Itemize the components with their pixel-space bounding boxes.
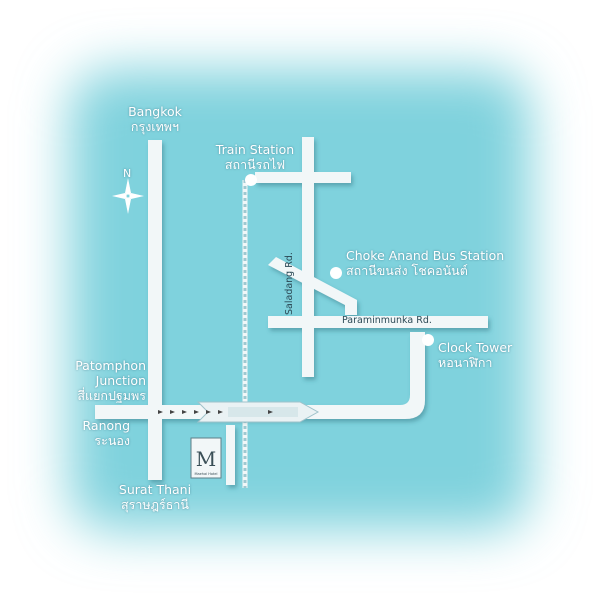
compass-north-label: N: [123, 167, 132, 180]
location-dot-icon: [245, 174, 257, 186]
label-bangkok-th: กรุงเทพฯ: [130, 119, 180, 134]
label-bus-station: Choke Anand Bus Station สถานีขนส่ง โชคอน…: [346, 248, 504, 278]
label-patomphon-en1: Patomphon: [75, 358, 146, 373]
map-background: [70, 70, 530, 530]
label-clock-tower: Clock Tower หอนาฬิกา: [438, 340, 512, 370]
label-train-station: Train Station สถานีรถไฟ: [205, 142, 305, 172]
hotel-logo-icon: M Maehai Hotel: [190, 437, 222, 479]
svg-text:Maehai Hotel: Maehai Hotel: [194, 472, 217, 476]
road-spur: [226, 425, 235, 485]
label-patomphon: Patomphon Junction สี่แยกปฐมพร: [40, 358, 146, 403]
road-ranong: [95, 332, 425, 419]
flyover: [196, 401, 320, 423]
label-clock-tower-en: Clock Tower: [438, 340, 513, 355]
svg-text:M: M: [196, 447, 216, 471]
label-surat-thani-th: สุราษฎร์ธานี: [121, 497, 189, 512]
road-bus-station: [268, 257, 357, 315]
highway-bangkok-surat: [148, 140, 162, 480]
label-bangkok: Bangkok กรุงเทพฯ: [110, 104, 200, 134]
direction-arrow-icon: [158, 410, 273, 414]
road-paraminmunka: [268, 316, 488, 328]
label-surat-thani-en: Surat Thani: [118, 482, 192, 497]
road-label-saladang: Saladang Rd.: [284, 252, 295, 315]
label-ranong: Ranong ระนอง: [60, 418, 131, 448]
label-train-station-th: สถานีรถไฟ: [224, 157, 286, 172]
label-bus-station-en: Choke Anand Bus Station: [346, 248, 505, 263]
label-bangkok-en: Bangkok: [128, 104, 182, 119]
road-train-station: [255, 172, 351, 183]
label-patomphon-en2: Junction: [95, 373, 146, 388]
compass-rose-icon: [112, 178, 144, 214]
label-clock-tower-th: หอนาฬิกา: [438, 355, 493, 370]
label-bus-station-th: สถานีขนส่ง โชคอนันต์: [346, 263, 468, 278]
label-surat-thani: Surat Thani สุราษฎร์ธานี: [105, 482, 205, 512]
label-ranong-en: Ranong: [82, 418, 131, 433]
location-dot-icon: [330, 267, 342, 279]
road-label-paraminmunka: Paraminmunka Rd.: [342, 315, 432, 326]
location-dot-icon: [422, 334, 434, 346]
label-patomphon-th: สี่แยกปฐมพร: [77, 388, 146, 403]
label-ranong-th: ระนอง: [94, 433, 130, 448]
label-train-station-en: Train Station: [215, 142, 295, 157]
